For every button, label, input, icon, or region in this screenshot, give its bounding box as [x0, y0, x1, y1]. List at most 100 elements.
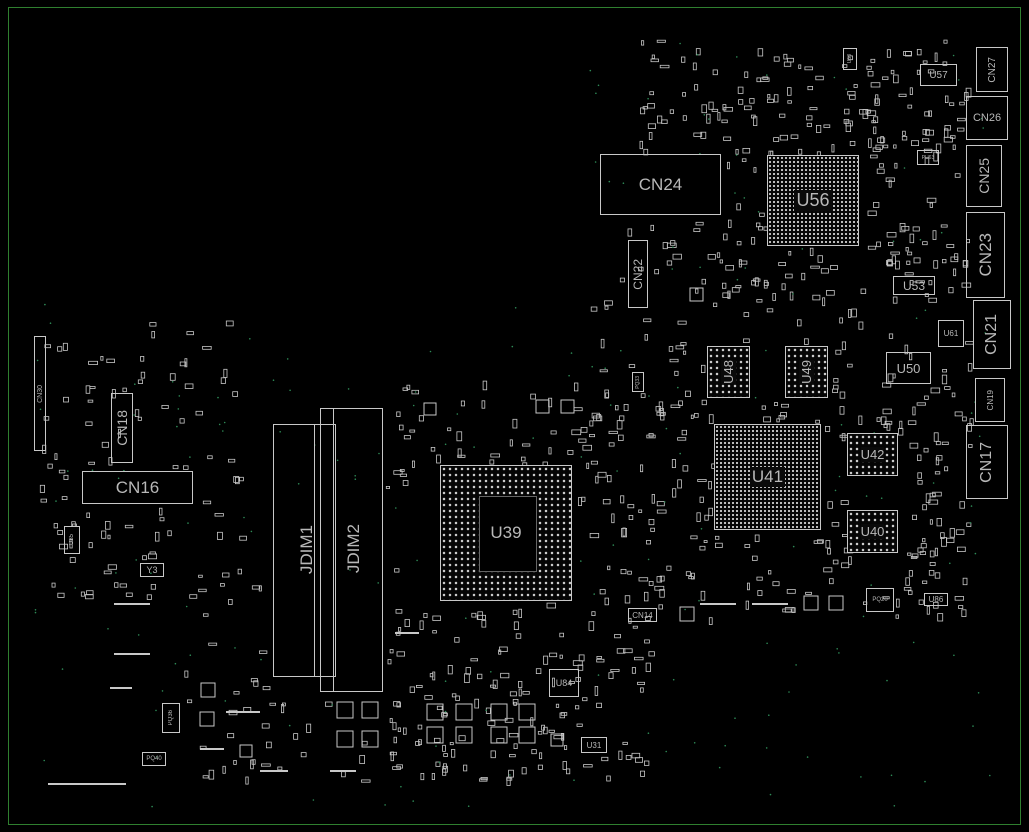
- chip-u58[interactable]: U58: [843, 48, 857, 70]
- passive-part: [922, 138, 930, 142]
- test-point: [217, 396, 219, 399]
- passive-part: [559, 712, 565, 719]
- passive-part: [773, 94, 779, 103]
- passive-part: [928, 570, 935, 576]
- test-point: [840, 424, 843, 426]
- chip-u41[interactable]: U41: [714, 424, 821, 530]
- connector-cn17[interactable]: CN17: [966, 425, 1008, 499]
- chip-pq40[interactable]: PQ40: [142, 752, 166, 766]
- passive-part: [202, 775, 209, 779]
- passive-part: [149, 322, 157, 327]
- connector-cn27[interactable]: CN27: [976, 47, 1008, 92]
- passive-part: [688, 576, 694, 580]
- chip-u57[interactable]: U57: [920, 64, 957, 86]
- dimm-slot-jdim2[interactable]: JDIM2: [320, 408, 383, 692]
- passive-part: [744, 71, 749, 78]
- crystal-y3[interactable]: Y3: [140, 563, 164, 577]
- chip-u84[interactable]: U84: [549, 669, 579, 697]
- chip-u53[interactable]: U53: [893, 276, 935, 295]
- passive-part: [916, 49, 922, 56]
- passive-part: [640, 107, 646, 115]
- passive-part: [823, 124, 831, 128]
- passive-part: [638, 577, 649, 582]
- chip-u86[interactable]: U86: [924, 593, 948, 606]
- chip-u56[interactable]: U56: [767, 155, 859, 246]
- chip-u50[interactable]: U50: [886, 352, 931, 384]
- passive-part: [635, 757, 644, 763]
- u49-label: U49: [799, 360, 814, 384]
- connector-cn30[interactable]: CN30: [34, 336, 46, 451]
- passive-part: [599, 589, 606, 595]
- passive-part: [922, 60, 928, 64]
- test-point: [286, 358, 289, 360]
- connector-cn24[interactable]: CN24: [600, 154, 721, 215]
- test-point: [456, 413, 459, 415]
- passive-part: [675, 345, 685, 350]
- chip-u39[interactable]: U39: [440, 465, 572, 601]
- passive-part: [552, 677, 555, 688]
- passive-part: [842, 64, 848, 68]
- test-point: [608, 180, 611, 183]
- passive-part: [418, 415, 424, 422]
- passive-part: [228, 458, 236, 463]
- passive-part: [618, 750, 623, 760]
- passive-part: [935, 441, 941, 446]
- connector-cn14[interactable]: CN14: [628, 608, 657, 622]
- passive-part: [250, 759, 254, 770]
- passive-part: [908, 570, 913, 577]
- ic-outline: [361, 701, 379, 719]
- passive-part: [595, 475, 599, 484]
- connector-cn25[interactable]: CN25: [966, 145, 1002, 207]
- connector-cn19[interactable]: CN19: [975, 378, 1005, 422]
- chip-u85[interactable]: U85: [64, 526, 80, 554]
- passive-part: [907, 552, 912, 556]
- connector-cn26[interactable]: CN26: [966, 96, 1008, 140]
- passive-part: [763, 416, 771, 423]
- chip-u48[interactable]: U48: [707, 346, 750, 398]
- dimm-slot-jdim1[interactable]: JDIM1: [273, 424, 336, 677]
- connector-cn18[interactable]: CN18: [111, 393, 133, 463]
- passive-part: [909, 442, 919, 449]
- passive-part: [911, 553, 919, 558]
- passive-part: [500, 672, 510, 679]
- passive-part: [430, 446, 436, 452]
- passive-part: [508, 754, 516, 758]
- passive-part: [954, 596, 964, 601]
- chip-u49[interactable]: U49: [785, 346, 828, 398]
- passive-part: [712, 69, 718, 76]
- chip-pq33[interactable]: PQ33: [632, 372, 644, 392]
- passive-part: [946, 537, 955, 544]
- passive-part: [202, 613, 209, 617]
- passive-part: [756, 77, 762, 83]
- chip-u31[interactable]: U31: [581, 737, 607, 753]
- passive-part: [57, 530, 64, 535]
- cn26-label: CN26: [972, 112, 1002, 124]
- chip-pu63[interactable]: PU63: [917, 150, 939, 165]
- test-point: [880, 497, 883, 500]
- chip-pq20[interactable]: PQ20: [866, 588, 894, 612]
- connector-cn23[interactable]: CN23: [966, 212, 1005, 298]
- passive-part: [782, 608, 792, 613]
- chip-u61[interactable]: U61: [938, 320, 964, 347]
- passive-part: [784, 607, 795, 613]
- connector-cn21[interactable]: CN21: [973, 300, 1011, 369]
- chip-u40[interactable]: U40: [847, 510, 898, 553]
- test-point: [647, 558, 650, 561]
- passive-part: [57, 592, 65, 598]
- test-point: [693, 742, 696, 744]
- chip-pq36[interactable]: PQ36: [162, 703, 180, 733]
- passive-part: [929, 519, 933, 525]
- passive-part: [961, 609, 967, 617]
- test-point: [953, 654, 955, 657]
- connector-cn16[interactable]: CN16: [82, 471, 193, 504]
- passive-part: [648, 651, 655, 657]
- passive-part: [926, 605, 930, 615]
- connector-cn22[interactable]: CN22: [628, 240, 648, 308]
- passive-part: [460, 400, 465, 407]
- passive-part: [862, 109, 869, 119]
- test-point: [187, 522, 189, 524]
- u42-label: U42: [860, 447, 885, 462]
- chip-u42[interactable]: U42: [847, 433, 898, 476]
- passive-part: [227, 733, 235, 739]
